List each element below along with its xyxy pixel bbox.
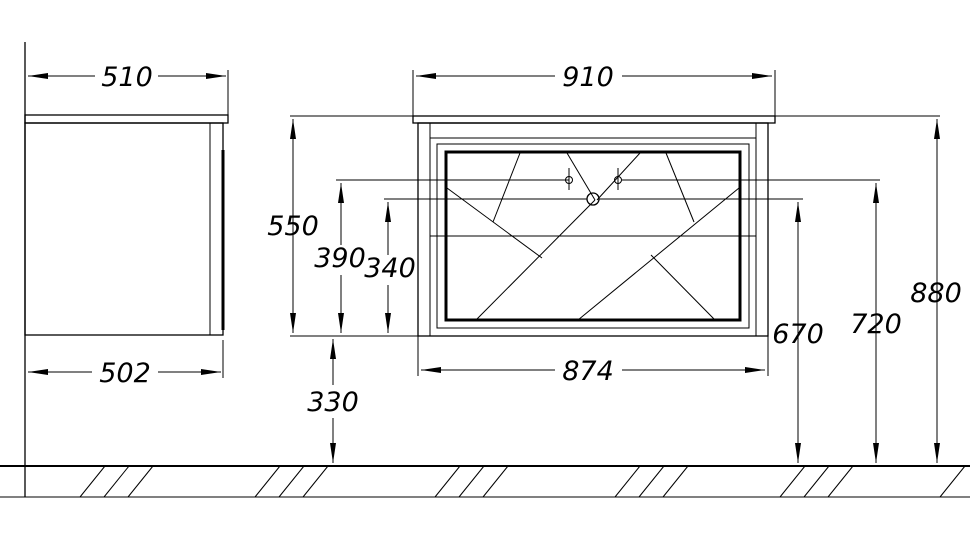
dim-arrow (873, 443, 879, 463)
drain-symbol (586, 192, 600, 206)
dim-arrow (206, 73, 226, 79)
dim-arrow (385, 313, 391, 333)
front-view: 910 874 (412, 62, 776, 387)
dim-drain-height: 670 (772, 319, 824, 350)
dim-arrow (28, 73, 48, 79)
dim-arrow (934, 443, 940, 463)
front-cabinet-body (417, 122, 769, 337)
dim-arrow (385, 202, 391, 222)
dim-cabinet-height: 550 (267, 211, 319, 242)
dim-arrow (338, 313, 344, 333)
dim-front-bottom-width: 874 (562, 356, 614, 387)
dim-arrow (752, 73, 772, 79)
dim-arrow (28, 369, 48, 375)
dim-arrow (201, 369, 221, 375)
left-vertical-dimensions: 550 390 340 330 (267, 115, 587, 463)
dim-arrow (795, 443, 801, 463)
floor-hatching (79, 465, 966, 498)
dim-front-top-width: 910 (562, 62, 614, 93)
side-countertop (24, 114, 229, 124)
dim-arrow (934, 119, 940, 139)
dim-floor-clearance: 330 (307, 387, 359, 418)
dim-arrow (290, 119, 296, 139)
dim-total-height: 880 (910, 278, 962, 309)
dim-arrow (745, 367, 765, 373)
dim-arrow (338, 183, 344, 203)
dim-arrow (421, 367, 441, 373)
dim-arrow (416, 73, 436, 79)
dim-pipe-total-height: 720 (850, 309, 902, 340)
side-view: 510 502 (24, 42, 229, 497)
dim-side-bottom-width: 502 (99, 358, 151, 389)
dim-side-top-width: 510 (101, 62, 153, 93)
right-vertical-dimensions: 670 720 880 (599, 115, 962, 463)
dim-arrow (873, 183, 879, 203)
dim-pipe-height-1: 390 (314, 243, 366, 274)
dim-arrow (290, 313, 296, 333)
front-countertop (412, 115, 776, 124)
floor (0, 465, 970, 498)
lattice-pattern (446, 152, 740, 321)
dim-arrow (330, 443, 336, 463)
dim-pipe-height-2: 340 (364, 253, 416, 284)
dim-arrow (795, 202, 801, 222)
side-cabinet-body (24, 122, 224, 336)
dim-arrow (330, 339, 336, 359)
